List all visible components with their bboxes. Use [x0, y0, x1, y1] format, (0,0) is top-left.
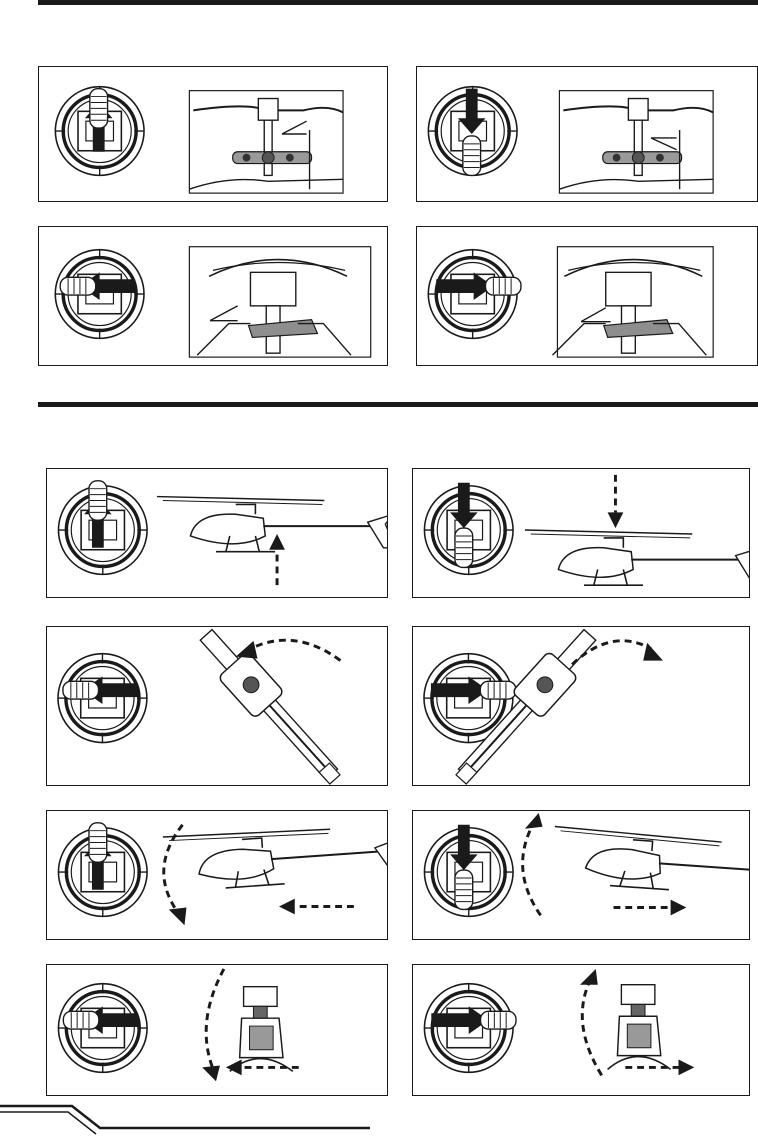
- panel-flight-yaw-right: [412, 626, 750, 786]
- illustration-servo-right: [417, 227, 757, 365]
- footer-ornament: [0, 1096, 380, 1136]
- panel-flight-yaw-left: [46, 626, 388, 786]
- section-divider-top: [38, 0, 758, 5]
- illustration-flight-roll-left: [47, 965, 387, 1095]
- illustration-flight-descend: [413, 469, 749, 597]
- illustration-flight-yaw-left: [47, 627, 387, 785]
- panel-flight-pitch-back: [412, 810, 750, 940]
- illustration-flight-roll-right: [413, 965, 749, 1095]
- panel-servo-up: [38, 66, 388, 202]
- panel-flight-climb: [46, 468, 388, 598]
- illustration-servo-up: [39, 67, 387, 201]
- panel-servo-left: [38, 226, 388, 366]
- panel-flight-roll-right: [412, 964, 750, 1096]
- panel-servo-down: [416, 66, 758, 202]
- panel-servo-right: [416, 226, 758, 366]
- illustration-servo-left: [39, 227, 387, 365]
- panel-flight-roll-left: [46, 964, 388, 1096]
- section-divider-middle: [38, 402, 758, 407]
- illustration-flight-pitch-forward: [47, 811, 387, 939]
- panel-flight-pitch-forward: [46, 810, 388, 940]
- panel-flight-descend: [412, 468, 750, 598]
- illustration-flight-climb: [47, 469, 387, 597]
- illustration-flight-yaw-right: [413, 627, 749, 785]
- illustration-servo-down: [417, 67, 757, 201]
- illustration-flight-pitch-back: [413, 811, 749, 939]
